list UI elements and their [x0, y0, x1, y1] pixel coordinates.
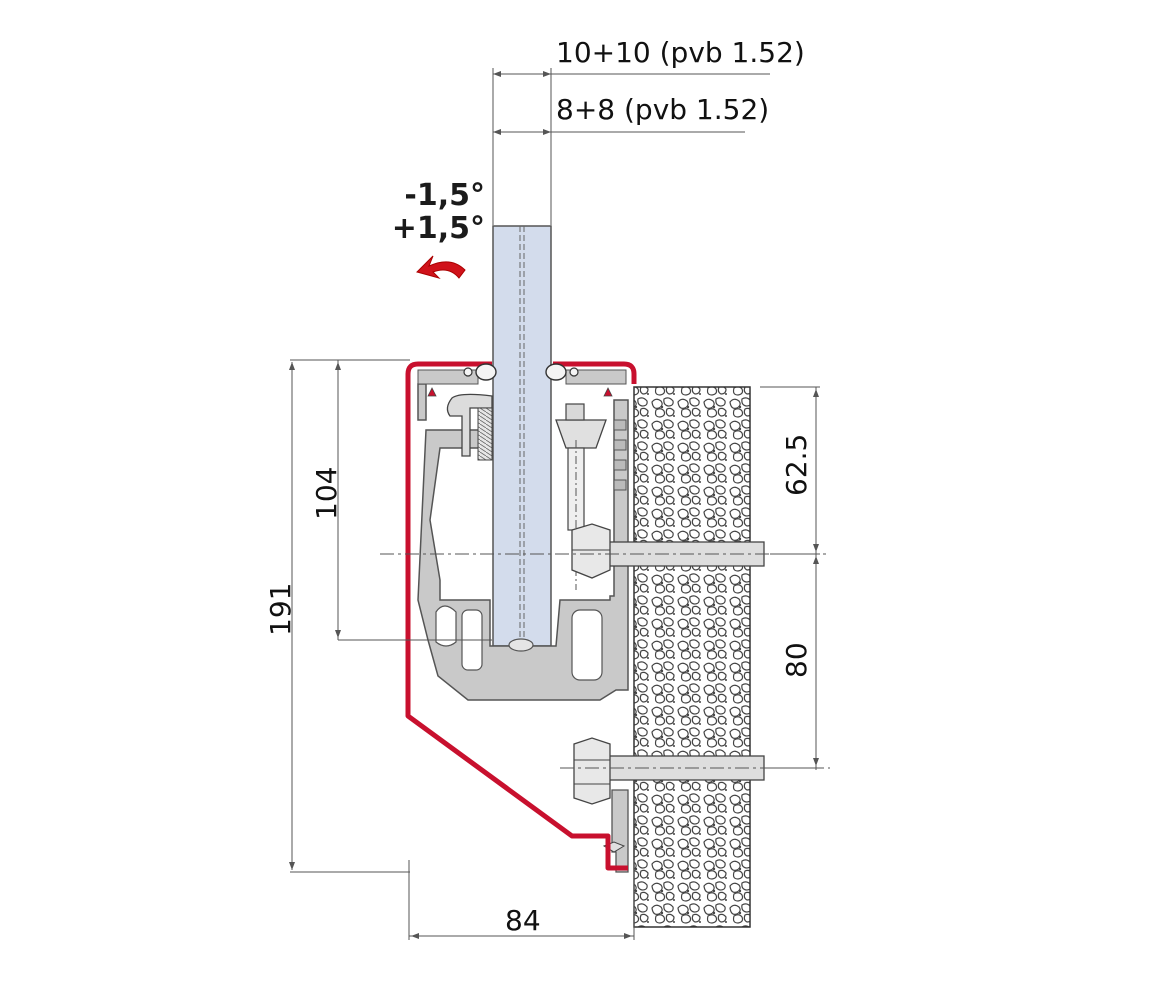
glass-option-10-10-label: 10+10 (pvb 1.52): [556, 36, 805, 69]
bottom-bracket: [602, 789, 629, 873]
dim-80-label: 80: [780, 642, 813, 678]
dimension-arrows: [289, 71, 819, 939]
glass-panel: [492, 225, 552, 647]
tilt-plus-label: +1,5°: [392, 211, 485, 246]
dim-62-5-label: 62.5: [780, 434, 813, 496]
dim-84-label: 84: [505, 904, 541, 937]
dim-104-label: 104: [310, 467, 343, 520]
tilt-arrow-icon: [416, 255, 466, 279]
dim-191-label: 191: [264, 583, 297, 636]
clamp-wedge-left: [446, 393, 493, 461]
dimension-lines: [290, 68, 830, 940]
red-cover-profile: [405, 361, 637, 871]
tilt-minus-label: -1,5°: [404, 178, 485, 213]
glass-option-8-8-label: 8+8 (pvb 1.52): [556, 93, 769, 126]
wall-section: [633, 386, 751, 928]
